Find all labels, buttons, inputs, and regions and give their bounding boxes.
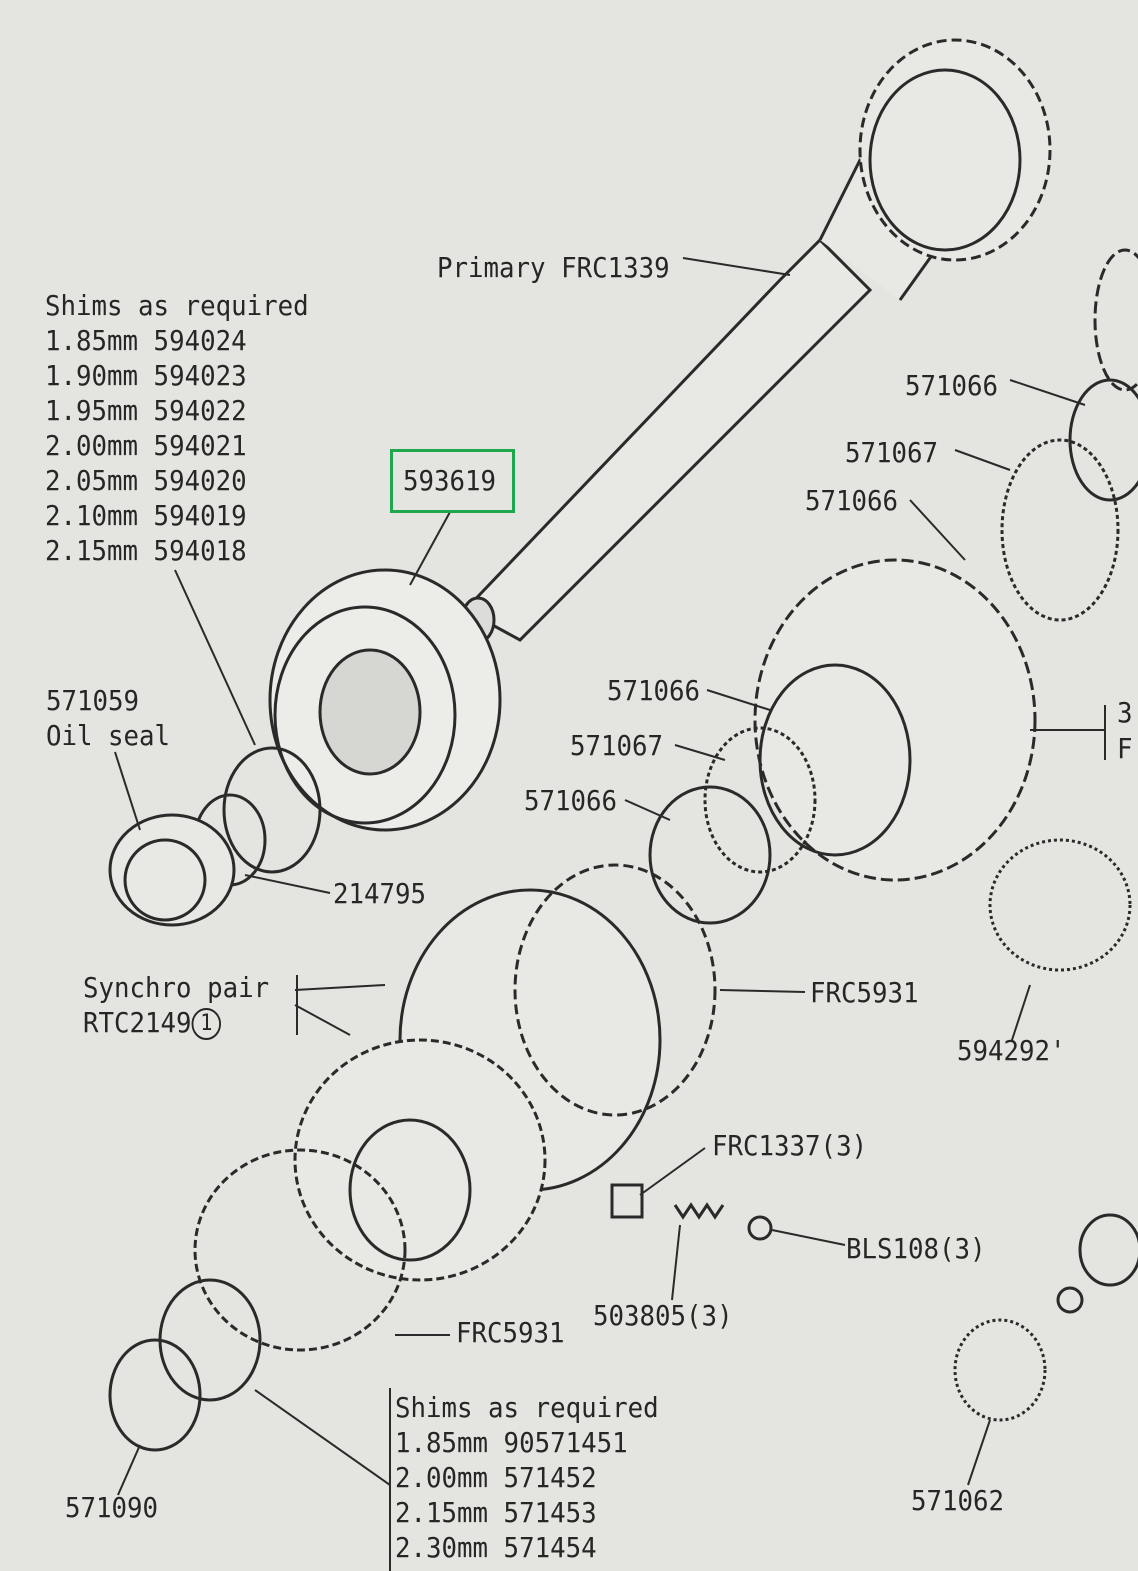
rtc2149-text: RTC2149 — [83, 1006, 192, 1039]
label-571062: 571062 — [911, 1484, 1005, 1517]
bearing-571062 — [953, 1318, 1047, 1422]
label-edge-3: 3 — [1117, 696, 1133, 729]
ball-bls108 — [747, 1215, 773, 1241]
label-571066: 571066 — [524, 784, 618, 817]
shim-row: 1.85mm 90571451 — [395, 1426, 628, 1459]
shim-ring — [222, 746, 322, 874]
label-214795: 214795 — [333, 877, 427, 910]
label-571066: 571066 — [805, 484, 899, 517]
oil-seal-571059 — [108, 813, 236, 927]
label-594292: 594292' — [957, 1034, 1066, 1067]
label-593619: 593619 — [403, 464, 497, 497]
shim-row: 2.10mm 594019 — [45, 499, 247, 532]
label-synchro-pair: Synchro pair — [83, 971, 270, 1004]
primary-shaft — [460, 38, 1052, 644]
baulk-ring — [193, 1148, 407, 1352]
ring-571090 — [108, 1338, 202, 1452]
label-571066: 571066 — [905, 369, 999, 402]
label-bls108: BLS108(3) — [846, 1232, 986, 1265]
label-571090: 571090 — [65, 1491, 159, 1524]
shim-row: 1.90mm 594023 — [45, 359, 247, 392]
gear-cluster — [648, 248, 1138, 925]
label-571067: 571067 — [845, 436, 939, 469]
label-frc1337: FRC1337(3) — [712, 1129, 868, 1162]
washer — [1056, 1286, 1084, 1314]
label-primary-shaft: Primary FRC1339 — [437, 251, 670, 284]
highlight-box — [390, 449, 515, 513]
label-frc5931: FRC5931 — [810, 976, 919, 1009]
shaft-end — [1078, 1213, 1138, 1287]
note-circle-1: 1 — [191, 1008, 222, 1040]
label-571059: 571059 — [46, 684, 140, 717]
shim-row: 1.85mm 594024 — [45, 324, 247, 357]
shim-row: 2.00mm 571452 — [395, 1461, 597, 1494]
label-oil-seal: Oil seal — [46, 719, 171, 752]
bearing-594292 — [988, 838, 1132, 972]
shim-row: 2.05mm 594020 — [45, 464, 247, 497]
shim-lower — [158, 1278, 262, 1402]
bearing-593619 — [268, 568, 502, 832]
shims-upper-title: Shims as required — [45, 289, 309, 322]
shim-row: 2.15mm 594018 — [45, 534, 247, 567]
shim-row: 1.95mm 594022 — [45, 394, 247, 427]
label-edge-f: F — [1117, 732, 1133, 765]
leader-lines — [114, 257, 1106, 1571]
spring-503805 — [673, 1202, 725, 1220]
synchro-assembly — [293, 863, 717, 1282]
label-503805: 503805(3) — [593, 1299, 733, 1332]
shims-lower-title: Shims as required — [395, 1391, 659, 1424]
label-571067: 571067 — [570, 729, 664, 762]
shim-row: 2.30mm 571454 — [395, 1531, 597, 1564]
shim-row: 2.00mm 594021 — [45, 429, 247, 462]
label-571066: 571066 — [607, 674, 701, 707]
label-frc5931: FRC5931 — [456, 1316, 565, 1349]
shim-row: 2.15mm 571453 — [395, 1496, 597, 1529]
block-frc1337 — [610, 1183, 644, 1219]
